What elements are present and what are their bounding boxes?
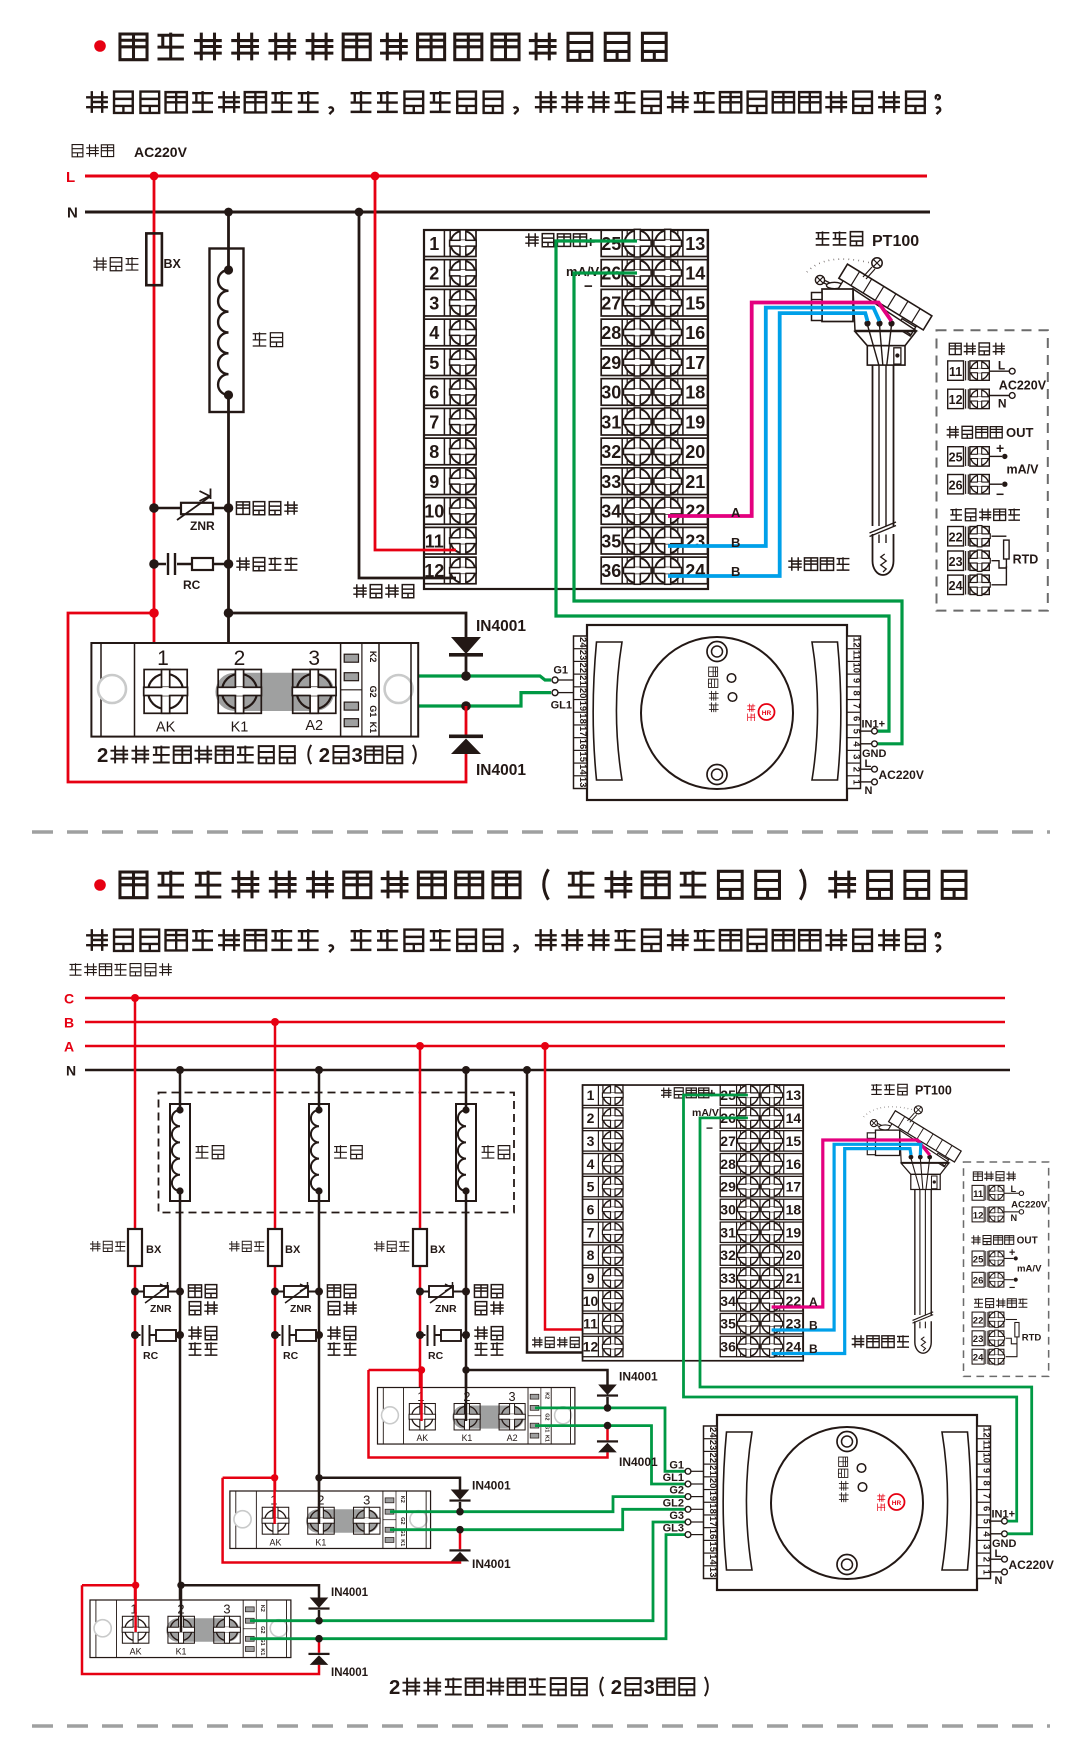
- svg-text:2: 2: [389, 1677, 400, 1699]
- svg-text:RC: RC: [283, 1350, 299, 1362]
- svg-text:IN4001: IN4001: [619, 1455, 658, 1469]
- svg-text:A: A: [64, 1039, 74, 1055]
- svg-text:2: 2: [611, 1677, 622, 1699]
- svg-text:G1: G1: [669, 1459, 684, 1471]
- svg-text:G2: G2: [669, 1485, 684, 1497]
- svg-text:B: B: [731, 535, 740, 550]
- svg-text:BX: BX: [146, 1244, 162, 1256]
- svg-text:3: 3: [352, 745, 363, 767]
- svg-text:IN4001: IN4001: [476, 618, 526, 635]
- svg-text:mA/V: mA/V: [692, 1107, 719, 1119]
- svg-text:IN4001: IN4001: [331, 1667, 369, 1679]
- svg-text:B: B: [64, 1015, 74, 1031]
- svg-text:B: B: [731, 564, 740, 579]
- svg-text:N: N: [66, 1063, 76, 1079]
- svg-text:B: B: [809, 1342, 818, 1356]
- svg-text:G1: G1: [553, 665, 568, 677]
- svg-text:ZNR: ZNR: [435, 1303, 457, 1315]
- svg-text:C: C: [64, 991, 74, 1007]
- svg-text:GL2: GL2: [663, 1497, 684, 1509]
- svg-text:+: +: [708, 1086, 716, 1101]
- svg-text:RC: RC: [143, 1350, 159, 1362]
- svg-text:IN4001: IN4001: [331, 1587, 369, 1599]
- svg-text:BX: BX: [285, 1244, 301, 1256]
- svg-text:ZNR: ZNR: [290, 1303, 312, 1315]
- svg-text:A: A: [809, 1295, 818, 1309]
- svg-text:IN4001: IN4001: [472, 1479, 511, 1493]
- svg-text:GL1: GL1: [663, 1472, 684, 1484]
- svg-text:BX: BX: [164, 257, 182, 271]
- svg-text:GL1: GL1: [551, 700, 572, 712]
- svg-text:−: −: [706, 1121, 713, 1135]
- svg-text:PT100: PT100: [872, 233, 919, 250]
- svg-text:PT100: PT100: [915, 1084, 952, 1098]
- svg-text:A2: A2: [507, 1433, 518, 1443]
- svg-text:−: −: [584, 278, 593, 295]
- svg-text:IN4001: IN4001: [619, 1370, 658, 1384]
- svg-text:BX: BX: [430, 1244, 446, 1256]
- svg-text:IN4001: IN4001: [472, 1557, 511, 1571]
- svg-text:IN4001: IN4001: [476, 762, 526, 779]
- svg-text:A: A: [731, 505, 741, 520]
- svg-text:ZNR: ZNR: [190, 519, 215, 533]
- svg-text:N: N: [67, 205, 78, 222]
- svg-text:A2: A2: [305, 718, 323, 734]
- svg-text:ZNR: ZNR: [150, 1303, 172, 1315]
- svg-text:2: 2: [319, 745, 330, 767]
- svg-text:G3: G3: [669, 1510, 684, 1522]
- svg-text:3: 3: [644, 1677, 655, 1699]
- svg-text:2: 2: [97, 745, 108, 767]
- svg-text:RC: RC: [183, 578, 201, 592]
- svg-text:GL3: GL3: [663, 1523, 684, 1535]
- svg-text:RC: RC: [428, 1350, 444, 1362]
- svg-text:B: B: [809, 1319, 818, 1333]
- svg-text:AC220V: AC220V: [134, 144, 188, 160]
- svg-text:L: L: [66, 169, 75, 186]
